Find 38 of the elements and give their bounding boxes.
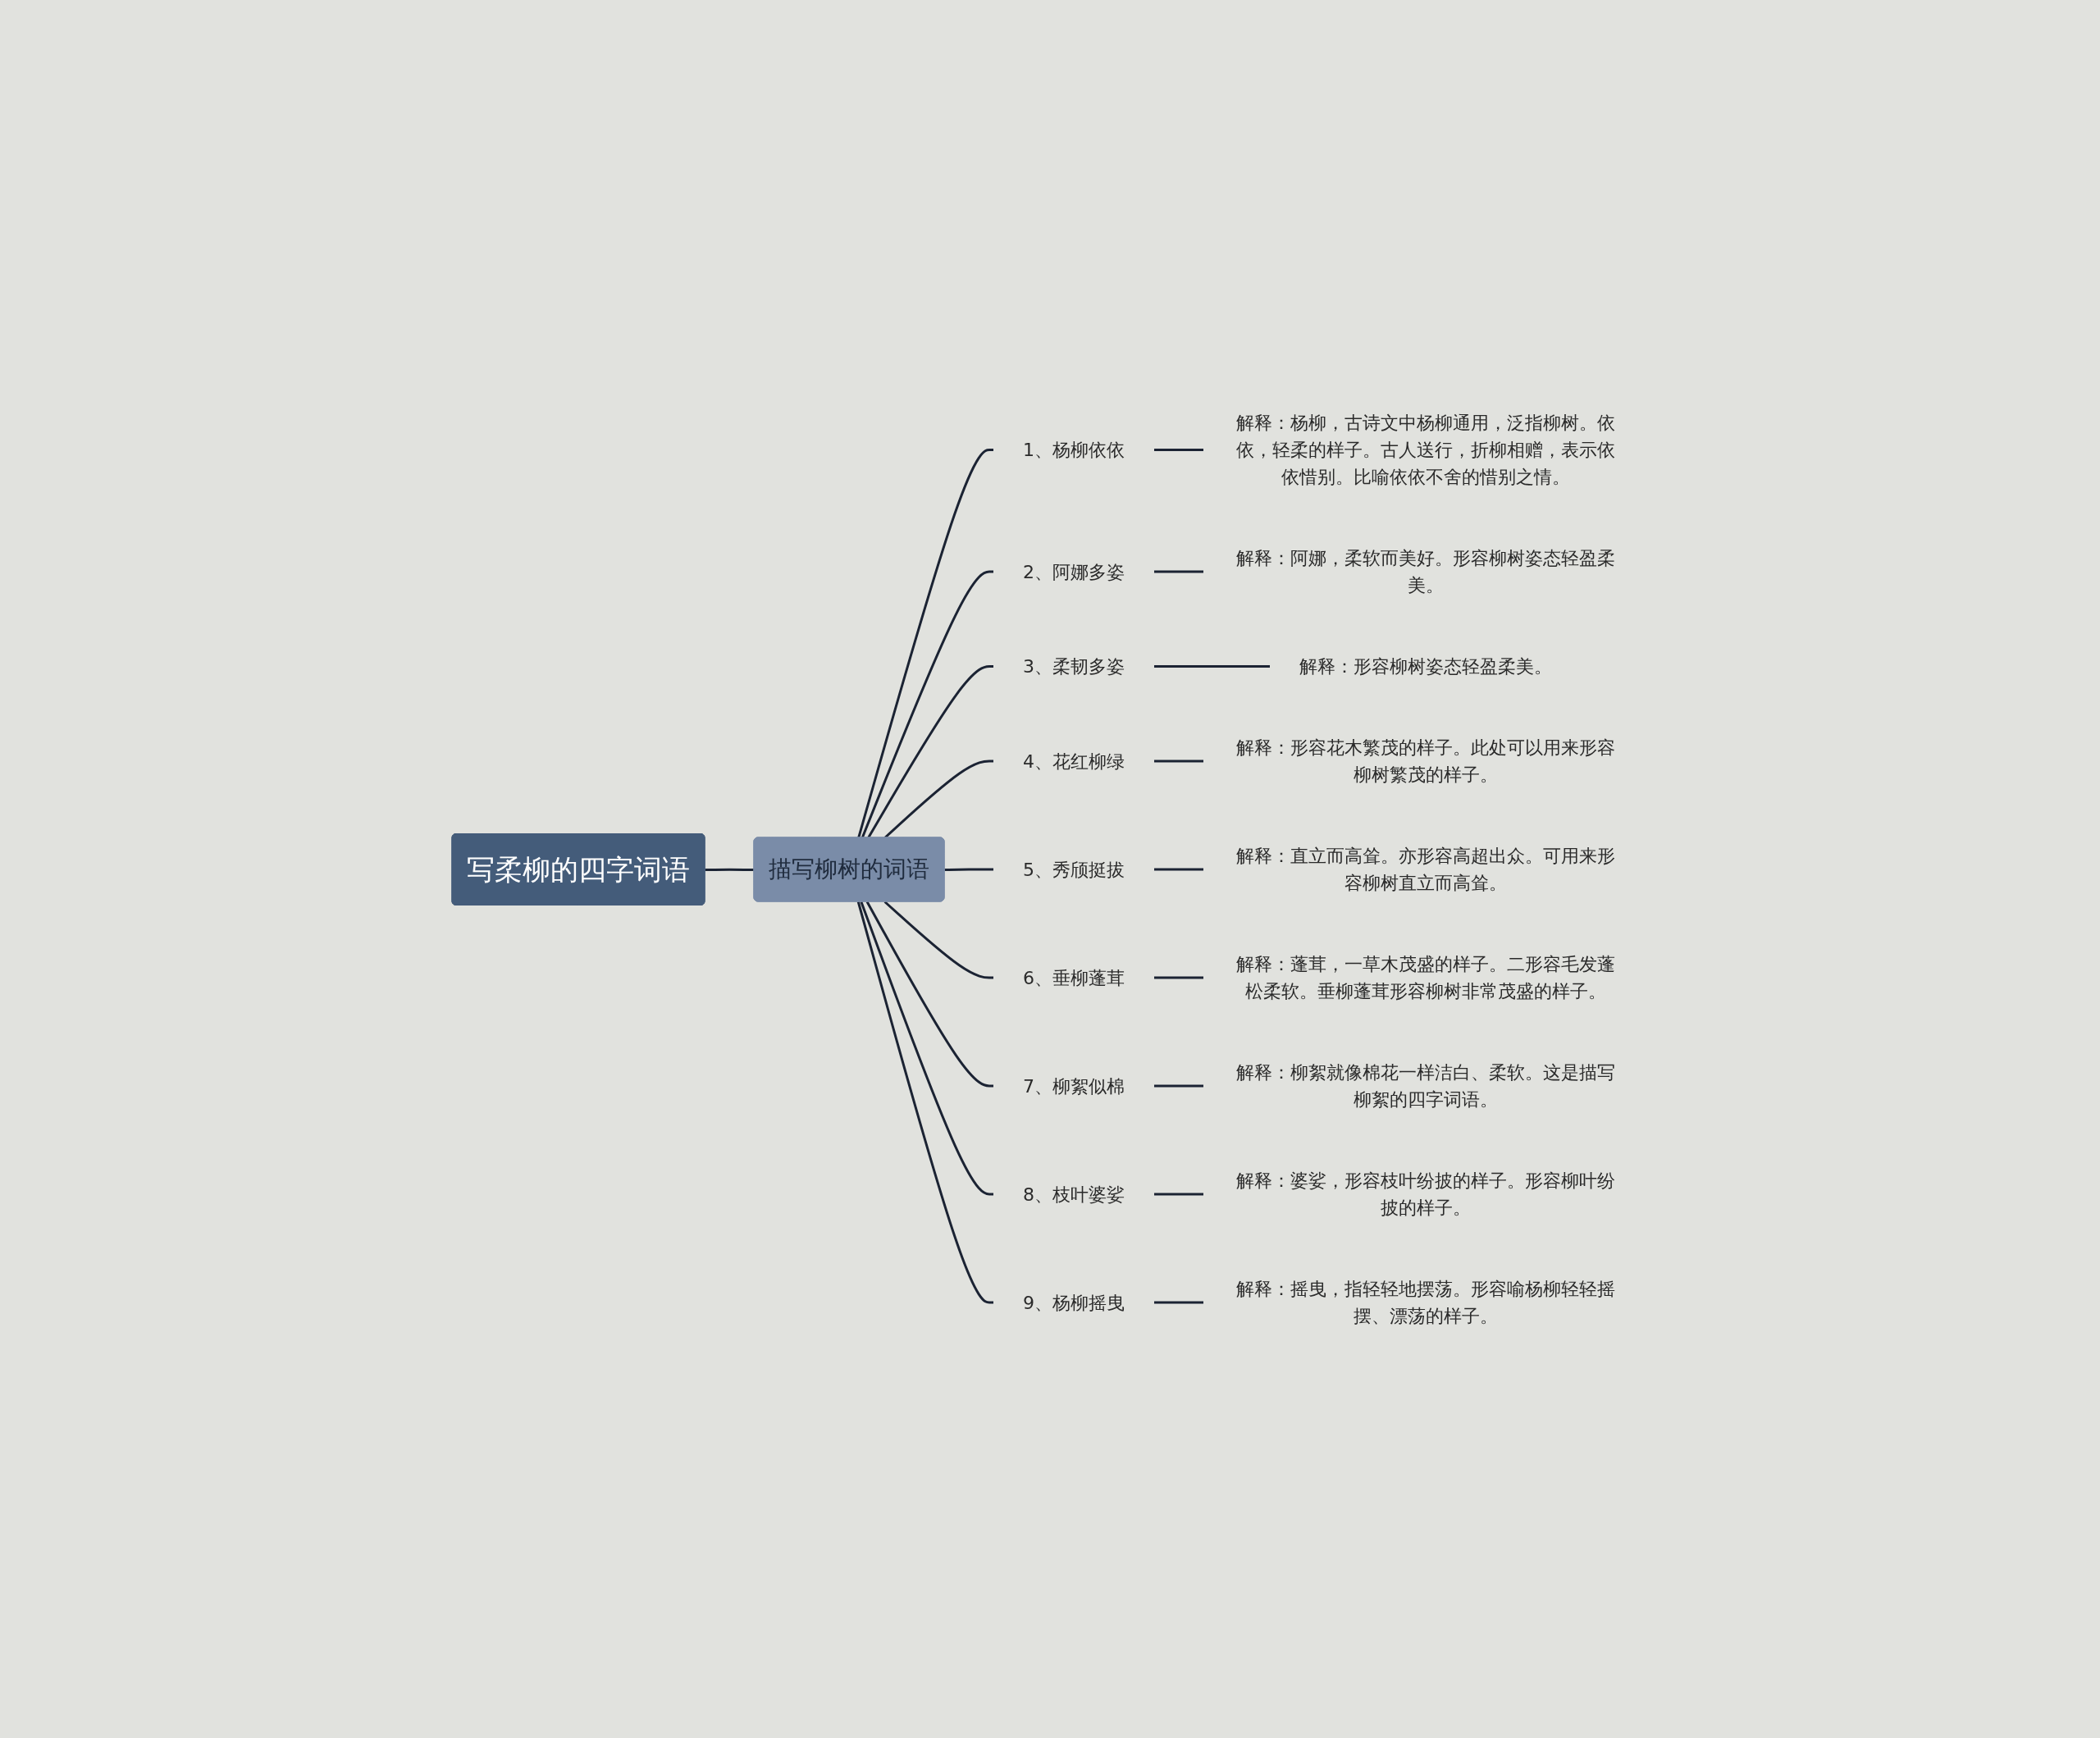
term-label: 3、柔韧多姿 xyxy=(1023,655,1125,677)
explanation-text: 解释：蓬茸，一草木茂盛的样子。二形容毛发蓬松柔软。垂柳蓬茸形容柳树非常茂盛的样子。 xyxy=(1236,953,1615,1001)
branch-topic-node: 描写柳树的词语 xyxy=(753,837,945,901)
term-label: 7、柳絮似棉 xyxy=(1023,1075,1125,1096)
connector-line xyxy=(1154,868,1203,870)
connector-line xyxy=(1154,1301,1203,1303)
term-label: 5、秀颀挺拔 xyxy=(1023,859,1125,879)
connector-line xyxy=(1154,976,1203,978)
connector-line xyxy=(1154,1193,1203,1195)
connector-line xyxy=(1154,448,1203,451)
connector-line xyxy=(1154,1084,1203,1087)
connector-line xyxy=(944,868,993,871)
term-label: 2、阿娜多姿 xyxy=(1023,561,1125,582)
explanation-text: 解释：摇曳，指轻轻地摆荡。形容喻杨柳轻轻摇摆、漂荡的样子。 xyxy=(1236,1278,1615,1326)
explanation-text: 解释：形容柳树姿态轻盈柔美。 xyxy=(1299,655,1552,677)
connector-line xyxy=(857,448,993,838)
connector-line xyxy=(705,868,755,871)
connector-line xyxy=(865,901,993,1087)
term-label: 4、花红柳绿 xyxy=(1023,750,1125,771)
connector-line xyxy=(883,900,993,978)
term-label: 1、杨柳依依 xyxy=(1023,439,1125,460)
explanation-text: 解释：杨柳，古诗文中杨柳通用，泛指柳树。依依，轻柔的样子。古人送行，折柳相赠，表示依依惜别。比喻依依不舍的惜别之情。 xyxy=(1236,412,1615,487)
term-label: 8、枝叶婆娑 xyxy=(1023,1184,1125,1204)
explanation-text: 解释：柳絮就像棉花一样洁白、柔软。这是描写柳絮的四字词语。 xyxy=(1236,1061,1615,1110)
connector-line xyxy=(867,664,993,838)
root-topic-node: 写柔柳的四字词语 xyxy=(451,833,705,905)
connector-line xyxy=(861,570,993,838)
explanation-text: 解释：直立而高耸。亦形容高超出众。可用来形容柳树直立而高耸。 xyxy=(1236,845,1615,893)
connector-line xyxy=(1154,570,1203,572)
term-label: 9、杨柳摇曳 xyxy=(1023,1292,1125,1312)
term-label: 6、垂柳蓬茸 xyxy=(1023,967,1125,988)
explanation-text: 解释：形容花木繁茂的样子。此处可以用来形容柳树繁茂的样子。 xyxy=(1236,737,1615,785)
connector-line xyxy=(860,901,993,1195)
explanation-text: 解释：阿娜，柔软而美好。形容柳树姿态轻盈柔美。 xyxy=(1236,547,1615,595)
connector-line xyxy=(856,901,993,1303)
connector-line xyxy=(1154,760,1203,762)
connector-line xyxy=(1154,664,1270,668)
explanation-text: 解释：婆娑，形容枝叶纷披的样子。形容柳叶纷披的样子。 xyxy=(1236,1170,1615,1218)
